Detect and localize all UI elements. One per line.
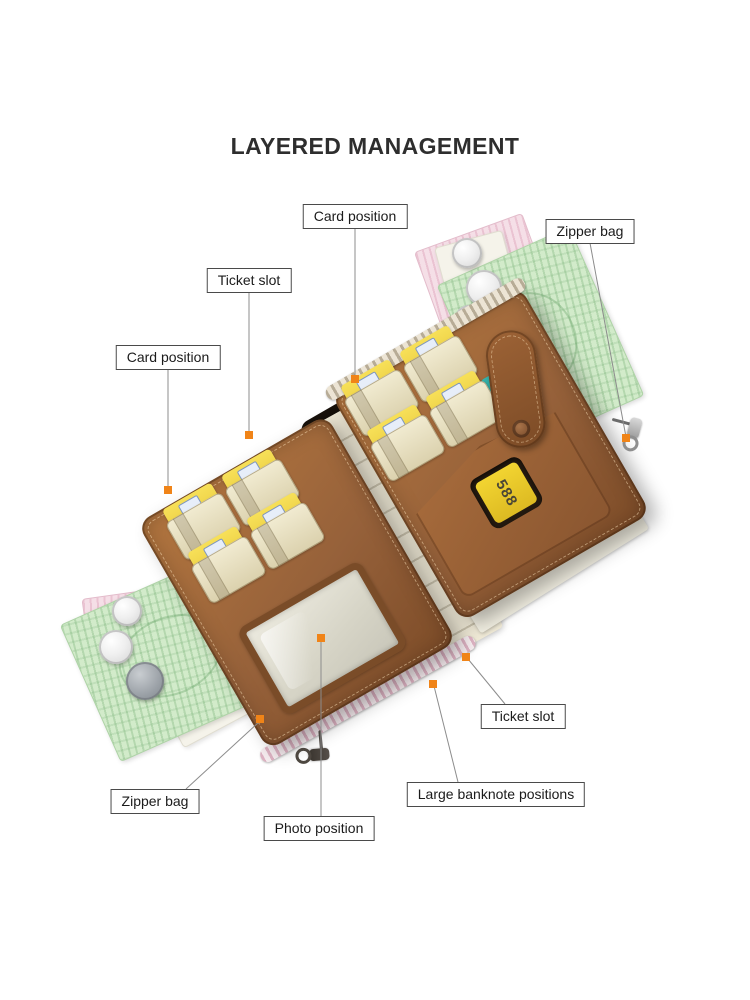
label-zipper-bag-bottom: Zipper bag	[110, 789, 200, 814]
label-ticket-slot-top: Ticket slot	[206, 268, 292, 293]
label-card-position-left: Card position	[115, 345, 221, 370]
leader-line-ticket-slot-bottom	[467, 658, 506, 705]
card-number: 588	[491, 476, 521, 510]
label-photo-position: Photo position	[263, 816, 375, 841]
zipper-ring	[294, 747, 313, 765]
coin-dark	[126, 662, 164, 700]
label-large-banknote-positions: Large banknote positions	[406, 782, 586, 807]
zipper-slider	[308, 747, 330, 762]
zipper-pull-bottom	[291, 730, 330, 772]
label-card-position-top: Card position	[302, 204, 408, 229]
snap-strap	[482, 327, 549, 452]
leader-line-large-banknote-positions	[433, 685, 459, 783]
label-ticket-slot-bottom: Ticket slot	[480, 704, 566, 729]
snap-button	[511, 418, 532, 439]
marker-large-banknote-positions	[429, 680, 437, 688]
marker-ticket-slot-top	[245, 431, 253, 439]
label-zipper-bag-top: Zipper bag	[545, 219, 635, 244]
coin	[99, 630, 133, 664]
coin	[112, 596, 142, 626]
coin	[452, 238, 482, 268]
gold-card: 588	[474, 461, 539, 525]
card-window: 588	[467, 454, 545, 531]
page-title: LAYERED MANAGEMENT	[230, 133, 520, 159]
